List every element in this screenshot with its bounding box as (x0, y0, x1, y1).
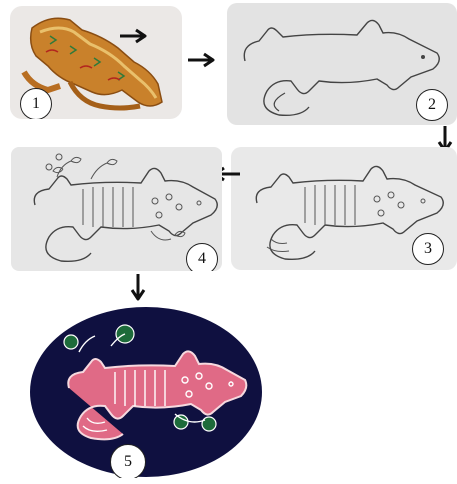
step-badge-4: 4 (186, 243, 218, 271)
step-3-detailed-sketch: 3 (231, 147, 457, 270)
right-arrow-icon (186, 52, 216, 68)
step-badge-1: 1 (20, 88, 52, 119)
down-arrow-icon (130, 272, 146, 302)
step-badge-2: 2 (416, 89, 448, 121)
step-number: 3 (424, 240, 432, 258)
step-number: 2 (428, 96, 436, 114)
step-number: 1 (32, 95, 40, 113)
step-badge-3: 3 (412, 233, 444, 265)
step-5-batik-fabric: 5 (29, 306, 263, 478)
step-number: 5 (124, 453, 132, 471)
step-number: 4 (198, 250, 206, 268)
step-1-cookie-photo: 1 (10, 6, 182, 119)
step-badge-5: 5 (110, 444, 146, 478)
step-2-outline-sketch: 2 (227, 3, 457, 125)
step-4-ornament-sketch: 4 (11, 147, 222, 271)
right-arrow-icon (118, 28, 148, 44)
